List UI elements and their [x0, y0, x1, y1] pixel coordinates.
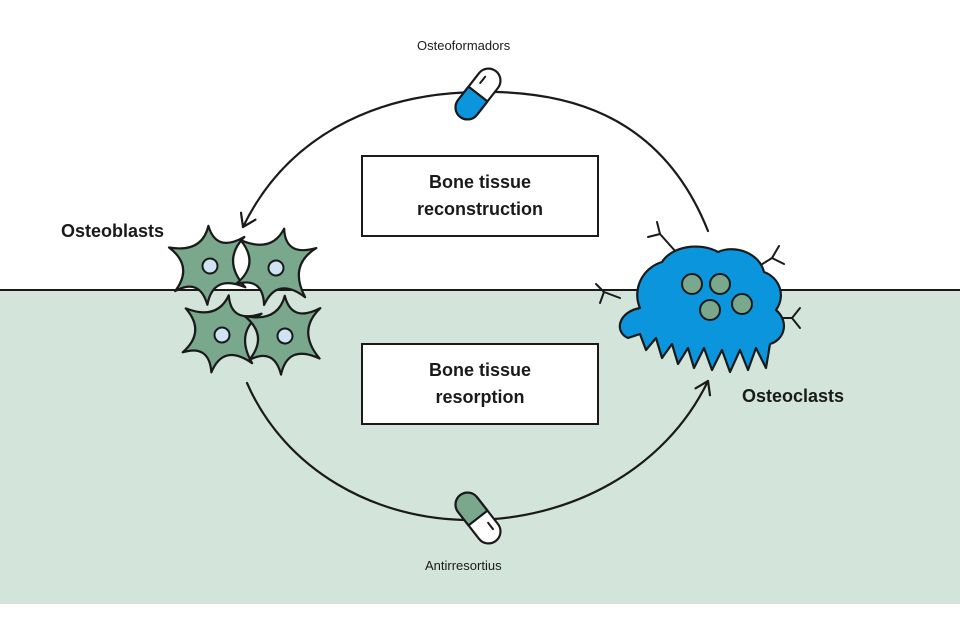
- osteoformadors-label: Osteoformadors: [417, 38, 511, 53]
- osteoblasts-label: Osteoblasts: [61, 221, 165, 241]
- antirresortius-label: Antirresortius: [425, 558, 502, 573]
- resorption-line1: Bone tissue: [428, 360, 532, 380]
- osteoclast-cell-icon: [595, 221, 801, 374]
- resorption-line2: resorption: [435, 387, 525, 407]
- antirresortius-capsule-icon: [454, 491, 502, 545]
- bone-tissue-reconstruction-box: Bone tissue reconstruction: [361, 155, 599, 237]
- bone-tissue-resorption-box: Bone tissue resorption: [361, 343, 599, 425]
- bone-tissue-region: [0, 290, 960, 604]
- osteoformadors-capsule-icon: [454, 67, 502, 121]
- reconstruction-line1: Bone tissue: [428, 172, 532, 192]
- osteoclasts-label: Osteoclasts: [742, 386, 845, 406]
- reconstruction-line2: reconstruction: [416, 199, 544, 219]
